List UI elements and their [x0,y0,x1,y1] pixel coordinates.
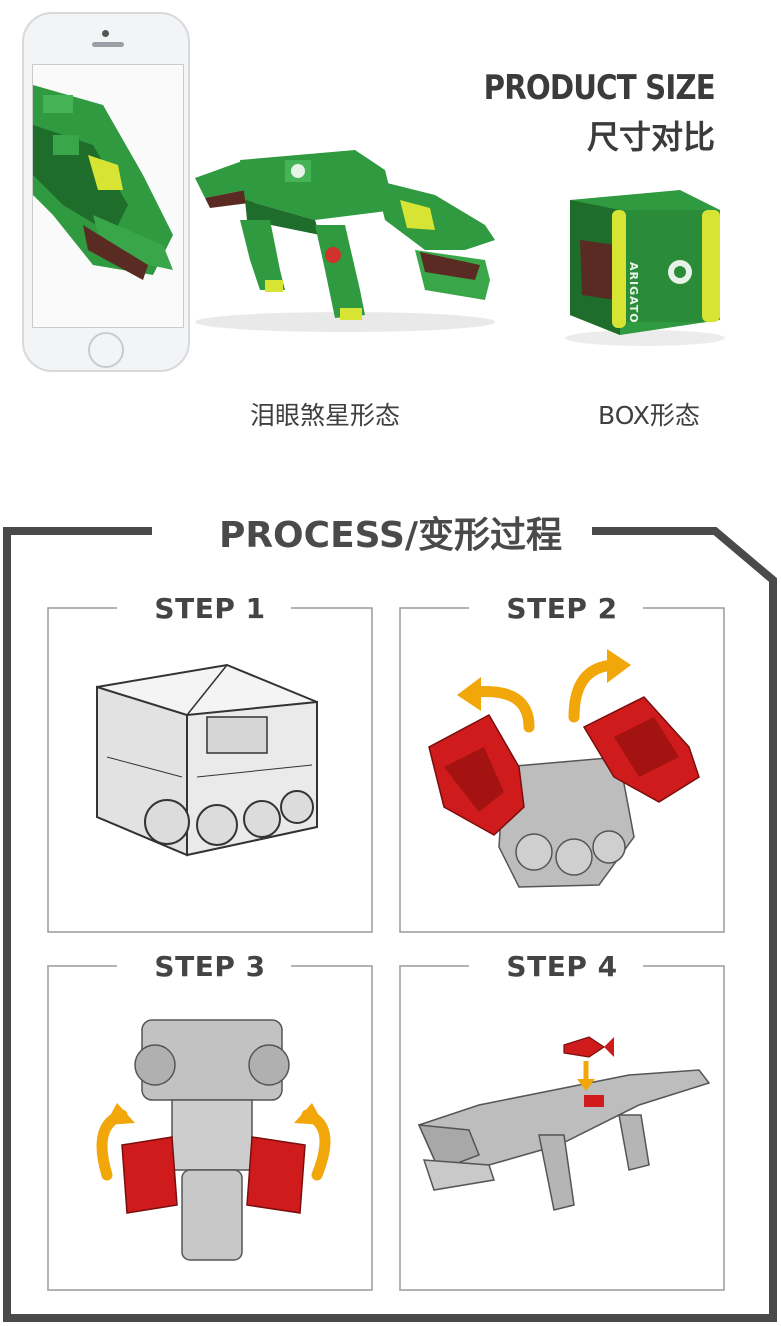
step-1-title: STEP 1 [154,592,266,625]
step-4-fish-part [563,1036,614,1058]
caption-robot-form: 泪眼煞星形态 [250,401,401,430]
crocodile-form-toy [195,150,495,332]
step-3-unfold-illustration [121,1019,306,1261]
phone-size-reference [22,12,190,372]
step-4-title: STEP 4 [506,950,618,983]
process-title: PROCESS/变形过程 [218,515,563,556]
step-3-title: STEP 3 [154,950,266,983]
phone-camera [102,30,109,37]
step-2-title: STEP 2 [506,592,618,625]
phone-screen [32,64,184,328]
step-2-arrow-left [468,685,535,733]
phone-home-button [88,332,124,368]
box-brand-label: ARIGATO [627,262,640,324]
step-3-panel [47,965,373,1291]
product-size-subtitle: 尺寸对比 [586,118,715,156]
step-2-open-illustration [428,696,700,888]
step-1-cube-illustration [96,663,318,857]
step-2-panel [399,607,725,933]
step-4-panel [399,965,725,1291]
crocodile-head-closeup [33,65,183,327]
step-1-panel [47,607,373,933]
product-size-title: PRODUCT SIZE [483,68,716,108]
step-4-crocodile-illustration [417,1069,711,1211]
box-form-toy [565,190,725,346]
step-2-arrow-right [568,659,620,723]
phone-speaker [92,42,124,47]
caption-box-form: BOX形态 [598,401,700,430]
